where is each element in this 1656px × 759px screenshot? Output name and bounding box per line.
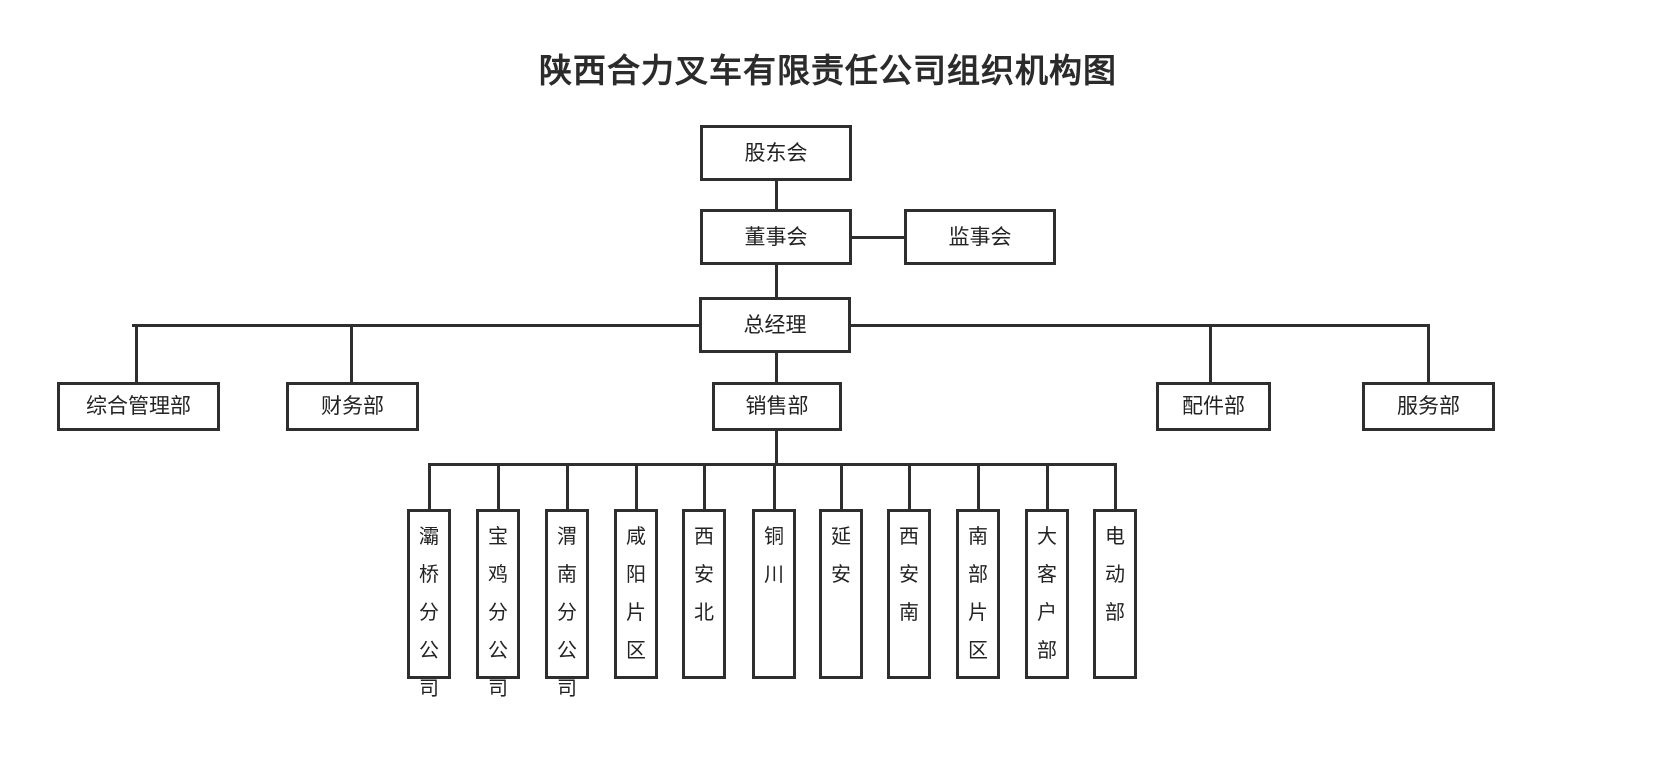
sales-unit-label: 灞桥分公司: [419, 518, 439, 708]
node-sales-unit-weinan[interactable]: 渭南分公司: [545, 509, 589, 700]
node-sales-unit-xian-south[interactable]: 西安南: [887, 509, 931, 679]
edge-gm-finance: [350, 324, 353, 382]
sales-unit-label: 延安: [831, 518, 851, 594]
sales-unit-char: 鸡: [488, 564, 508, 586]
sales-unit-label: 西安北: [694, 518, 714, 632]
sales-unit-char: 阳: [626, 564, 646, 586]
edge-sales-xianyang: [635, 463, 638, 509]
sales-unit-label: 电动部: [1105, 518, 1125, 632]
edge-gm-sales: [775, 352, 778, 382]
sales-unit-char: 宝: [488, 526, 508, 548]
edge-gm-parts: [1209, 324, 1212, 382]
sales-unit-char: 安: [899, 564, 919, 586]
edge-gm-service: [1427, 324, 1430, 382]
edge-sales-weinan: [566, 463, 569, 509]
sales-unit-char: 安: [694, 564, 714, 586]
sales-unit-char: 电: [1105, 526, 1125, 548]
node-shareholders[interactable]: 股东会: [700, 125, 852, 181]
sales-unit-char: 区: [626, 640, 646, 662]
node-sales-unit-key-account[interactable]: 大客户部: [1025, 509, 1069, 679]
node-sales-unit-xianyang[interactable]: 咸阳片区: [614, 509, 658, 679]
sales-unit-label: 西安南: [899, 518, 919, 632]
sales-unit-char: 桥: [419, 564, 439, 586]
edge-sales-baqiao: [428, 463, 431, 509]
sales-unit-char: 部: [968, 564, 988, 586]
sales-unit-char: 公: [419, 640, 439, 662]
edge-board-gm: [775, 264, 778, 298]
edge-sales-yanan: [840, 463, 843, 509]
sales-unit-char: 南: [968, 526, 988, 548]
node-dept-admin[interactable]: 综合管理部: [57, 382, 220, 431]
sales-unit-char: 片: [626, 602, 646, 624]
sales-unit-char: 渭: [557, 526, 577, 548]
sales-unit-char: 司: [488, 678, 508, 700]
sales-unit-char: 司: [557, 678, 577, 700]
sales-unit-char: 北: [694, 602, 714, 624]
sales-unit-char: 客: [1037, 564, 1057, 586]
edge-sales-bus-drop: [775, 430, 778, 465]
node-sales-unit-baoji[interactable]: 宝鸡分公司: [476, 509, 520, 700]
sales-unit-char: 西: [694, 526, 714, 548]
sales-unit-char: 公: [488, 640, 508, 662]
sales-unit-char: 分: [488, 602, 508, 624]
sales-unit-char: 公: [557, 640, 577, 662]
sales-unit-label: 铜川: [764, 518, 784, 594]
sales-unit-char: 分: [419, 602, 439, 624]
node-board[interactable]: 董事会: [700, 209, 852, 265]
node-sales-unit-xian-north[interactable]: 西安北: [682, 509, 726, 679]
edge-sales-tongchuan: [773, 463, 776, 509]
node-dept-parts[interactable]: 配件部: [1156, 382, 1271, 431]
sales-unit-label: 宝鸡分公司: [488, 518, 508, 708]
sales-unit-char: 延: [831, 526, 851, 548]
edge-sales-electric: [1114, 463, 1117, 509]
node-sales-unit-tongchuan[interactable]: 铜川: [752, 509, 796, 679]
edge-sales-south-area: [977, 463, 980, 509]
node-sales-unit-baqiao[interactable]: 灞桥分公司: [407, 509, 451, 700]
sales-unit-label: 南部片区: [968, 518, 988, 670]
sales-unit-char: 户: [1037, 602, 1057, 624]
edge-sales-key-account: [1046, 463, 1049, 509]
sales-unit-label: 大客户部: [1037, 518, 1057, 670]
sales-unit-char: 灞: [419, 526, 439, 548]
sales-unit-char: 部: [1105, 602, 1125, 624]
sales-unit-char: 南: [557, 564, 577, 586]
node-dept-service[interactable]: 服务部: [1362, 382, 1495, 431]
sales-unit-char: 区: [968, 640, 988, 662]
edge-sales-bus: [428, 463, 1117, 466]
node-gm[interactable]: 总经理: [699, 297, 851, 353]
sales-unit-char: 川: [764, 564, 784, 586]
edge-board-supervisors: [851, 236, 906, 239]
sales-unit-char: 司: [419, 678, 439, 700]
edge-shareholders-board: [775, 180, 778, 209]
node-sales-unit-yanan[interactable]: 延安: [819, 509, 863, 679]
node-sales-unit-electric[interactable]: 电动部: [1093, 509, 1137, 679]
sales-unit-char: 大: [1037, 526, 1057, 548]
node-sales-unit-south-area[interactable]: 南部片区: [956, 509, 1000, 679]
sales-unit-char: 分: [557, 602, 577, 624]
sales-unit-char: 南: [899, 602, 919, 624]
sales-unit-char: 部: [1037, 640, 1057, 662]
sales-unit-char: 西: [899, 526, 919, 548]
node-supervisors[interactable]: 监事会: [904, 209, 1056, 265]
sales-unit-char: 安: [831, 564, 851, 586]
edge-sales-xian-north: [703, 463, 706, 509]
edge-sales-xian-south: [908, 463, 911, 509]
edge-sales-baoji: [497, 463, 500, 509]
sales-unit-char: 铜: [764, 526, 784, 548]
sales-unit-char: 动: [1105, 564, 1125, 586]
sales-unit-label: 咸阳片区: [626, 518, 646, 670]
node-dept-sales[interactable]: 销售部: [712, 382, 842, 431]
sales-unit-label: 渭南分公司: [557, 518, 577, 708]
edge-gm-admin: [135, 324, 138, 382]
sales-unit-char: 咸: [626, 526, 646, 548]
page-title: 陕西合力叉车有限责任公司组织机构图: [539, 52, 1117, 89]
node-dept-finance[interactable]: 财务部: [286, 382, 419, 431]
sales-unit-char: 片: [968, 602, 988, 624]
